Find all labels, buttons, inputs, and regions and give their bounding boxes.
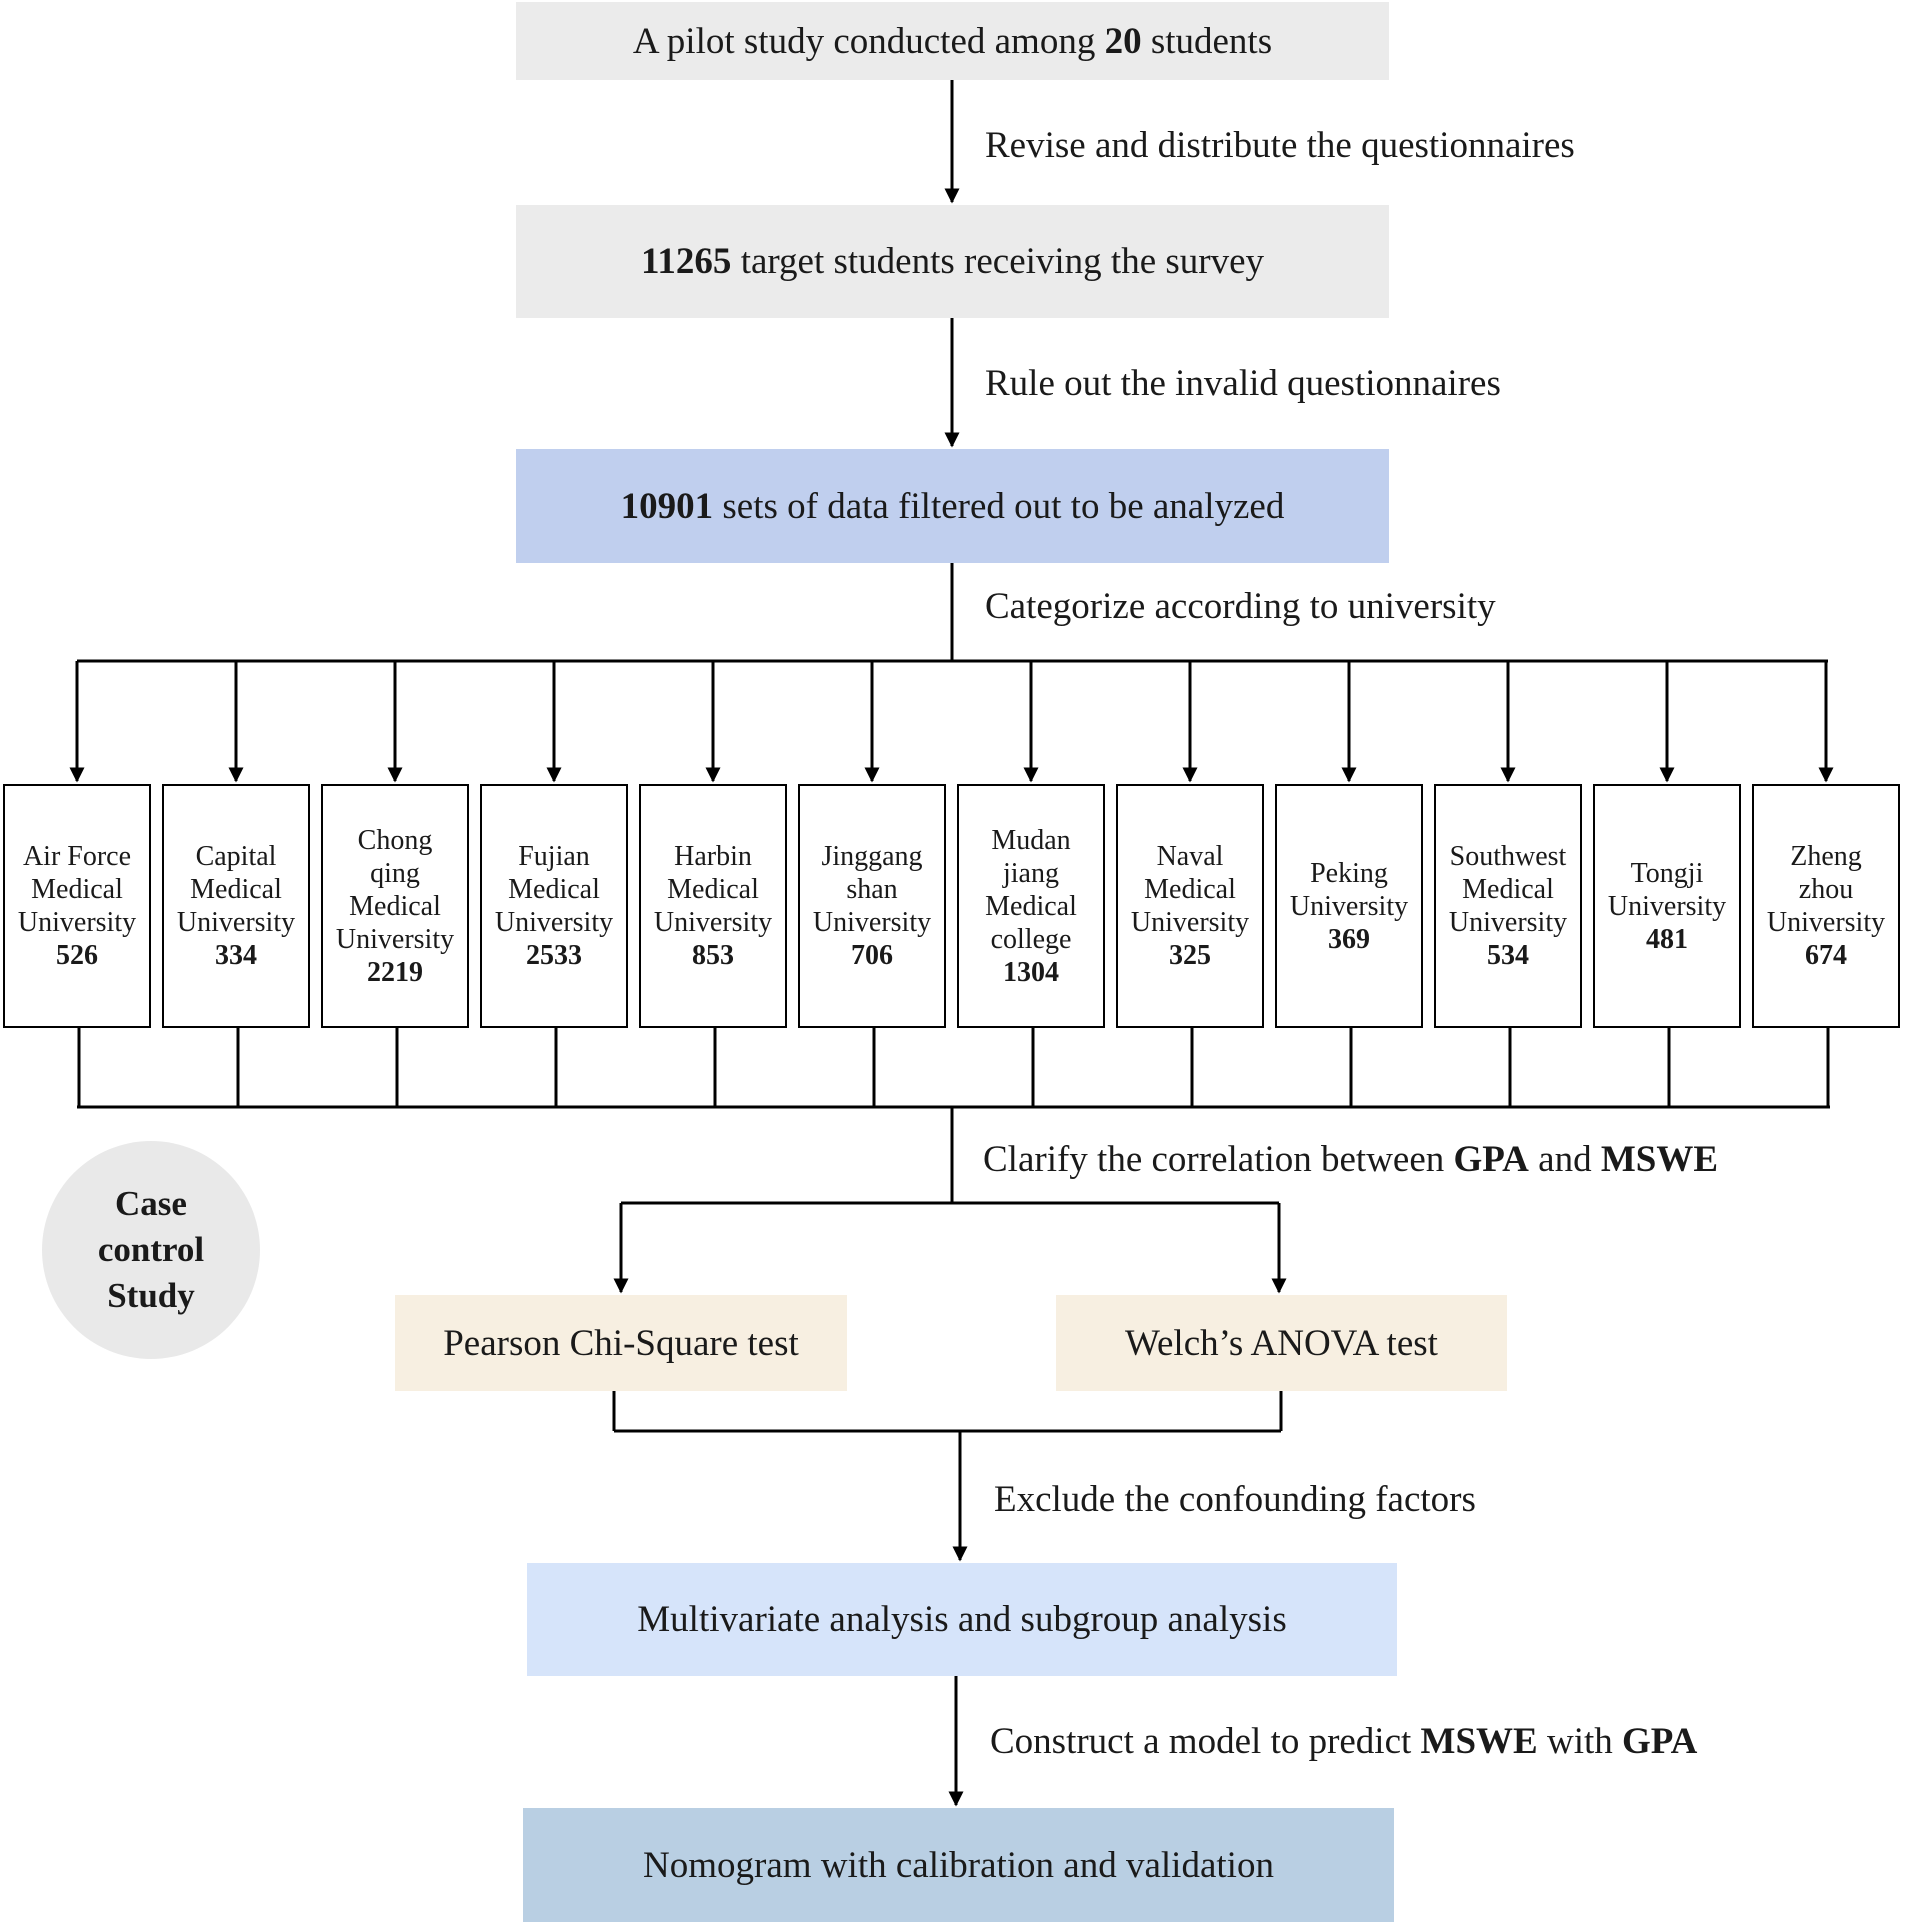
edge-label-revise: Revise and distribute the questionnaires xyxy=(985,125,1575,166)
university-name: Mudan jiang Medical college xyxy=(985,824,1077,955)
target-count: 11265 xyxy=(640,241,732,282)
edge-label-construct: Construct a model to predict MSWE with G… xyxy=(990,1720,1697,1763)
edge-label-categorize: Categorize according to university xyxy=(985,586,1496,627)
university-name: Jinggang shan University xyxy=(812,841,932,938)
university-count: 526 xyxy=(56,940,98,971)
pilot-count: 20 xyxy=(1104,20,1142,62)
target-text-post: target students receiving the survey xyxy=(731,241,1265,282)
university-count: 334 xyxy=(215,940,257,971)
pilot-text-post: students xyxy=(1141,20,1273,62)
university-count: 2533 xyxy=(526,940,582,971)
clarify-mswe: MSWE xyxy=(1600,1139,1719,1180)
university-count: 2219 xyxy=(367,956,423,988)
university-count: 674 xyxy=(1805,940,1847,971)
pearson-test-box: Pearson Chi-Square test xyxy=(395,1295,847,1391)
university-count: 534 xyxy=(1487,940,1529,971)
university-name: Fujian Medical University xyxy=(494,841,614,938)
university-count: 481 xyxy=(1646,923,1688,955)
target-students-box: 11265 target students receiving the surv… xyxy=(516,205,1389,318)
pilot-study-text: A pilot study conducted among 20 student… xyxy=(633,20,1272,63)
multivariate-analysis-label: Multivariate analysis and subgroup analy… xyxy=(637,1599,1287,1640)
university-name: Naval Medical University xyxy=(1130,841,1250,938)
filtered-data-text: 10901 sets of data filtered out to be an… xyxy=(621,485,1285,528)
construct-mswe: MSWE xyxy=(1420,1721,1538,1762)
construct-gpa: GPA xyxy=(1622,1721,1698,1762)
pilot-study-box: A pilot study conducted among 20 student… xyxy=(516,2,1389,80)
edge-label-ruleout: Rule out the invalid questionnaires xyxy=(985,363,1501,404)
university-name: Zheng zhou University xyxy=(1766,841,1886,938)
university-count: 325 xyxy=(1169,940,1211,971)
university-count: 853 xyxy=(692,940,734,971)
nomogram-box: Nomogram with calibration and validation xyxy=(523,1808,1394,1922)
edge-label-exclude: Exclude the confounding factors xyxy=(994,1479,1476,1520)
welch-test-label: Welch’s ANOVA test xyxy=(1125,1322,1438,1364)
university-count: 706 xyxy=(851,940,893,971)
pearson-test-label: Pearson Chi-Square test xyxy=(443,1322,799,1364)
edge-label-clarify: Clarify the correlation between GPA and … xyxy=(983,1138,1718,1181)
university-name: Harbin Medical University xyxy=(653,841,773,938)
clarify-gpa: GPA xyxy=(1453,1139,1529,1180)
welch-test-box: Welch’s ANOVA test xyxy=(1056,1295,1507,1391)
university-name: Peking University xyxy=(1289,857,1409,922)
filtered-count: 10901 xyxy=(620,485,714,527)
nomogram-label: Nomogram with calibration and validation xyxy=(643,1844,1274,1886)
construct-mid: with xyxy=(1537,1721,1623,1762)
university-count: 369 xyxy=(1328,923,1370,955)
university-name: Air Force Medical University xyxy=(17,841,137,938)
university-name: Tongji University xyxy=(1607,857,1727,922)
filtered-text-post: sets of data filtered out to be analyzed xyxy=(713,485,1285,527)
filtered-data-box: 10901 sets of data filtered out to be an… xyxy=(516,449,1389,563)
clarify-pre: Clarify the correlation between xyxy=(983,1139,1454,1180)
university-name: Capital Medical University xyxy=(176,841,296,938)
target-students-text: 11265 target students receiving the surv… xyxy=(641,240,1264,283)
pilot-text-pre: A pilot study conducted among xyxy=(632,20,1105,62)
university-count: 1304 xyxy=(1003,956,1059,988)
construct-pre: Construct a model to predict xyxy=(990,1721,1421,1762)
university-name: Southwest Medical University xyxy=(1448,841,1568,938)
university-name: Chong qing Medical University xyxy=(335,824,455,955)
multivariate-analysis-box: Multivariate analysis and subgroup analy… xyxy=(527,1563,1397,1676)
case-control-study-badge: Case control Study xyxy=(42,1141,260,1359)
clarify-mid: and xyxy=(1528,1139,1601,1180)
